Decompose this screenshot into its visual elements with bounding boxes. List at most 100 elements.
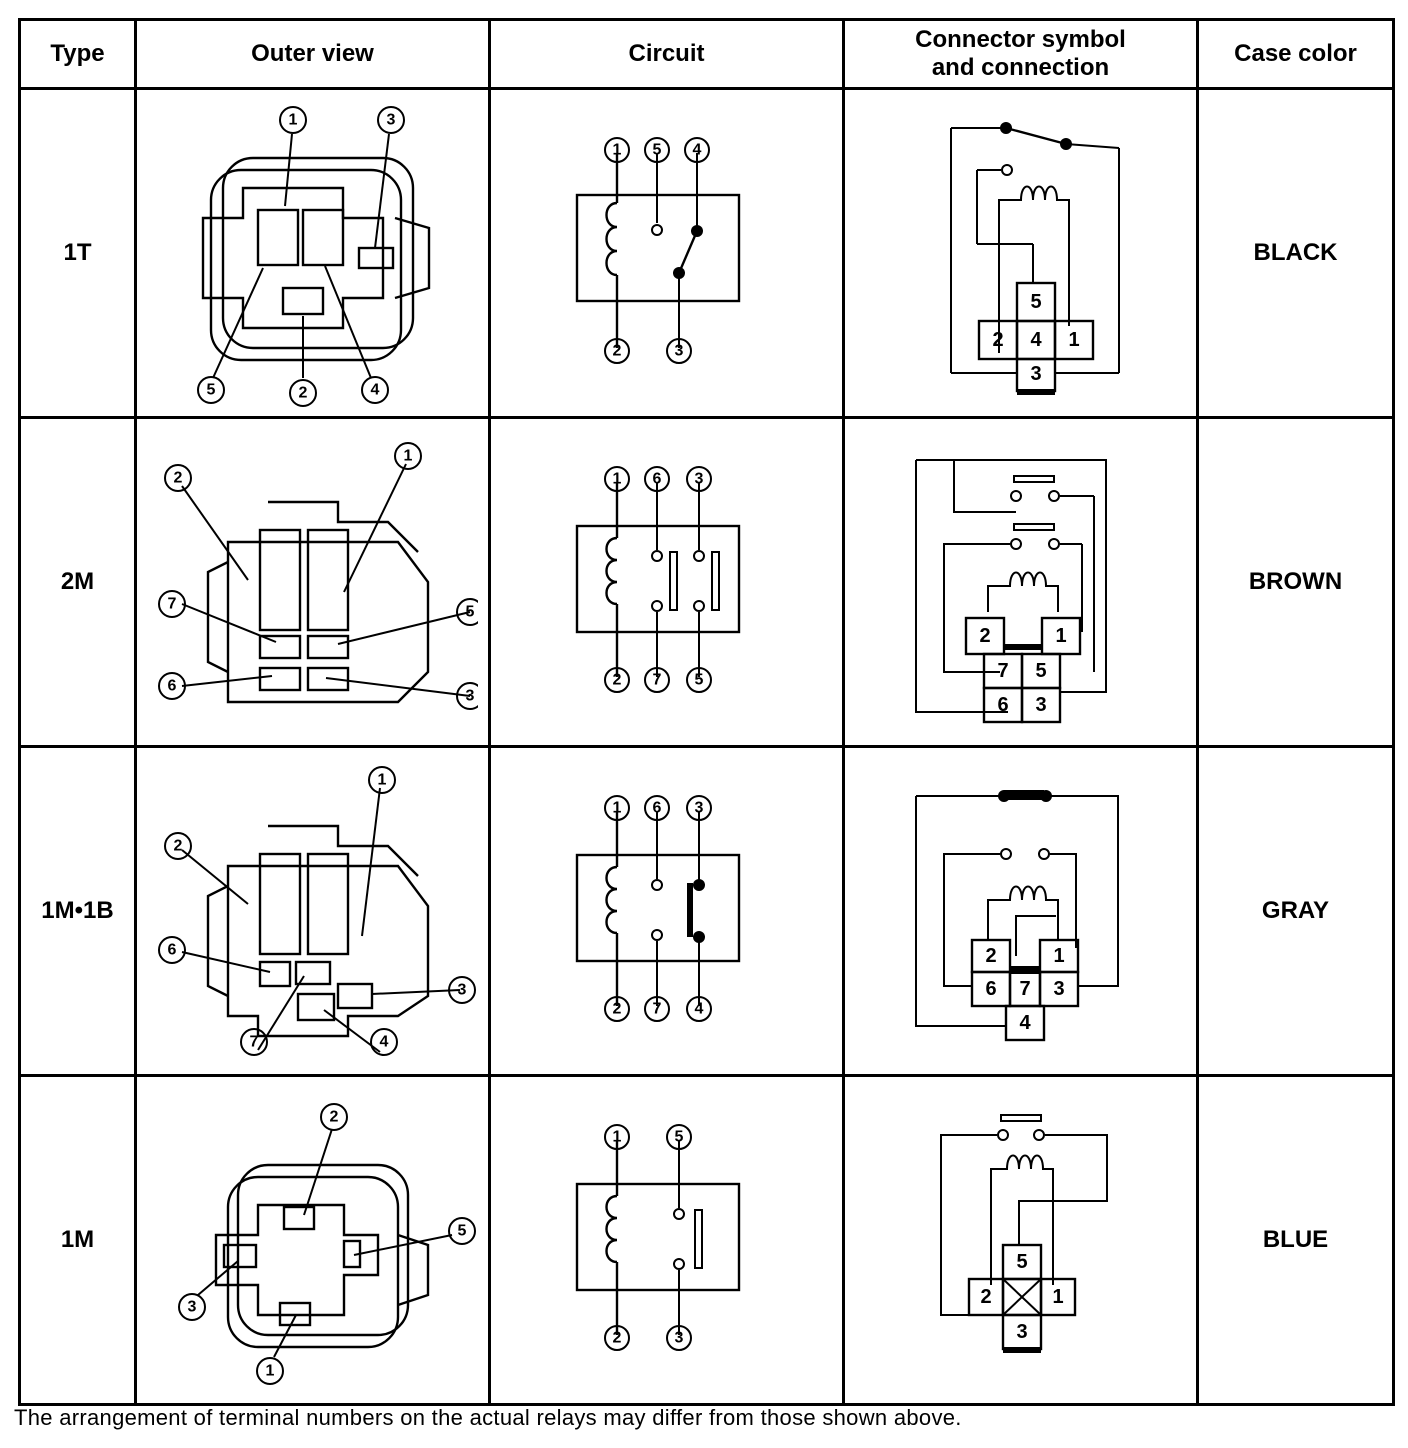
circuit-terminal-5: 5: [685, 667, 712, 693]
terminal-label-2: 2: [288, 379, 317, 407]
circuit-terminal-2: 2: [603, 667, 630, 693]
case-color: GRAY: [1196, 745, 1395, 1077]
svg-text:6: 6: [167, 942, 176, 959]
connector-pin-3: 3: [1016, 1321, 1027, 1343]
terminal-label-1: 1: [278, 106, 307, 134]
connector-pin-2: 2: [992, 329, 1003, 351]
header-type: Type: [18, 18, 137, 90]
connector-pin-6: 6: [997, 694, 1008, 716]
circuit-cell: 1 5 4 2 3: [488, 87, 845, 419]
svg-text:1: 1: [403, 448, 412, 465]
circuit-terminal-3: 3: [685, 795, 712, 821]
case-color: BLUE: [1196, 1074, 1395, 1406]
svg-text:1: 1: [612, 1129, 621, 1146]
svg-text:6: 6: [652, 800, 661, 817]
circuit-terminal-1: 1: [603, 137, 630, 163]
svg-text:3: 3: [386, 112, 395, 129]
connector-pin-5: 5: [1030, 291, 1041, 313]
svg-text:5: 5: [652, 142, 661, 159]
terminal-label-5: 5: [455, 598, 478, 626]
svg-text:1: 1: [288, 112, 297, 129]
connector-pin-1: 1: [1052, 1286, 1063, 1308]
circuit-terminal-7: 7: [643, 996, 670, 1022]
svg-text:3: 3: [674, 343, 683, 360]
svg-text:2: 2: [612, 1330, 621, 1347]
case-color: BLACK: [1196, 87, 1395, 419]
connector-pin-4: 4: [1019, 1012, 1031, 1034]
header-connector-line1: Connector symbol: [915, 26, 1126, 53]
connector-pin-3: 3: [1030, 363, 1041, 385]
connector-pin-2: 2: [979, 625, 990, 647]
connector-symbol-diagram: 2 1 6 7 3 4: [914, 790, 1119, 1042]
svg-text:7: 7: [652, 1001, 661, 1018]
header-row: Type Outer view Circuit Connector symbol…: [18, 18, 1395, 90]
terminal-label-2: 2: [163, 832, 192, 860]
connector-symbol-diagram: 5 2 1 3: [939, 1114, 1108, 1353]
relay-type: 1M•1B: [18, 745, 137, 1077]
connector-pin-1: 1: [1055, 625, 1066, 647]
svg-text:5: 5: [206, 382, 215, 399]
svg-text:3: 3: [465, 688, 474, 705]
circuit-terminal-2: 2: [603, 338, 630, 364]
terminal-label-3: 3: [455, 682, 478, 710]
circuit-terminal-4: 4: [683, 137, 710, 163]
case-color: BROWN: [1196, 416, 1395, 748]
terminal-label-4: 4: [360, 376, 389, 404]
svg-text:1: 1: [612, 142, 621, 159]
header-case-color: Case color: [1196, 18, 1395, 90]
table-row: 1M•1B: [18, 745, 1395, 1077]
header-circuit: Circuit: [488, 18, 845, 90]
svg-text:7: 7: [652, 672, 661, 689]
circuit-terminal-4: 4: [685, 996, 712, 1022]
svg-text:4: 4: [379, 1034, 388, 1051]
relay-type: 1M: [18, 1074, 137, 1406]
terminal-label-7: 7: [239, 1028, 268, 1056]
connector-pin-7: 7: [997, 660, 1008, 682]
svg-text:3: 3: [694, 471, 703, 488]
svg-text:2: 2: [298, 385, 307, 402]
svg-text:5: 5: [457, 1223, 466, 1240]
circuit-terminal-6: 6: [643, 795, 670, 821]
circuit-terminal-3: 3: [665, 338, 692, 364]
svg-text:4: 4: [370, 382, 379, 399]
terminal-label-1: 1: [255, 1357, 284, 1385]
svg-text:5: 5: [694, 672, 703, 689]
connector-pin-3: 3: [1053, 978, 1064, 1000]
relay-circuit-diagram: 1 5 2 3: [575, 1124, 740, 1351]
terminal-label-5: 5: [447, 1217, 476, 1245]
circuit-terminal-6: 6: [643, 466, 670, 492]
relay-outer-view-illustration: 2 1 7 5 6 3: [157, 442, 478, 710]
table-row: 2M: [18, 416, 1395, 748]
circuit-terminal-7: 7: [643, 667, 670, 693]
header-outer-view: Outer view: [134, 18, 491, 90]
svg-text:2: 2: [173, 838, 182, 855]
circuit-terminal-3: 3: [685, 466, 712, 492]
circuit-terminal-1: 1: [603, 466, 630, 492]
connector-cell: 2 1 6 7 3 4: [842, 745, 1199, 1077]
svg-text:3: 3: [457, 982, 466, 999]
circuit-terminal-2: 2: [603, 996, 630, 1022]
svg-text:2: 2: [612, 343, 621, 360]
svg-text:2: 2: [612, 672, 621, 689]
connector-symbol-diagram: 2 1 7 5 6 3: [914, 459, 1107, 724]
relay-type: 1T: [18, 87, 137, 419]
footnote: The arrangement of terminal numbers on t…: [14, 1405, 962, 1430]
outer-view-cell: 2 3 5 1: [134, 1074, 491, 1406]
relay-table: Type Outer view Circuit Connector symbol…: [18, 18, 1395, 1406]
terminal-label-3: 3: [376, 106, 405, 134]
terminal-label-1: 1: [367, 766, 396, 794]
svg-text:3: 3: [674, 1330, 683, 1347]
svg-text:2: 2: [329, 1109, 338, 1126]
table-row: 1T: [18, 87, 1395, 419]
connector-pin-1: 1: [1053, 945, 1064, 967]
connector-pin-3: 3: [1035, 694, 1046, 716]
svg-text:2: 2: [612, 1001, 621, 1018]
circuit-terminal-1: 1: [603, 1124, 630, 1150]
circuit-terminal-1: 1: [603, 795, 630, 821]
connector-pin-4: 4: [1030, 329, 1042, 351]
terminal-label-7: 7: [157, 590, 186, 618]
relay-circuit-diagram: 1 6 3 2 7 4: [575, 795, 740, 1022]
terminal-label-5: 5: [196, 376, 225, 404]
terminal-label-2: 2: [319, 1103, 348, 1131]
circuit-terminal-2: 2: [603, 1325, 630, 1351]
